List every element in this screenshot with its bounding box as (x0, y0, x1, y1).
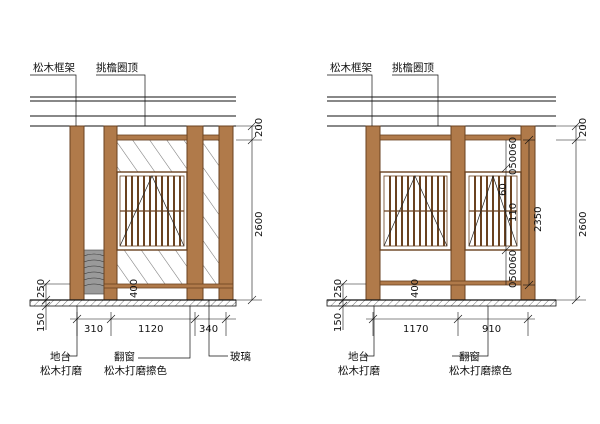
left-dim-base-v: 250 (36, 279, 47, 298)
left-horizontal-dims (70, 312, 236, 336)
left-dim-w2: 1120 (138, 324, 163, 335)
left-label-glass: 玻璃 (230, 350, 251, 363)
right-dim-stack-c: 050060 (508, 250, 519, 288)
left-label-frame: 松木框架 (33, 61, 75, 74)
right-post-1 (365, 125, 381, 301)
right-dim-bottom: 150 (333, 313, 344, 332)
right-label-base-1: 地台 (348, 350, 369, 363)
right-dim-stack-b: 110 (508, 203, 519, 222)
right-ground (326, 299, 557, 307)
left-sill (103, 283, 234, 289)
left-ground (29, 299, 237, 307)
left-post-1 (69, 125, 85, 301)
right-horizontal-dims (366, 312, 535, 336)
left-dim-w3: 340 (199, 324, 218, 335)
left-vertical-dims (236, 121, 262, 305)
right-post-2 (450, 125, 466, 301)
right-dim-inner-height: 2350 (533, 207, 544, 232)
left-louver-window (116, 171, 188, 251)
right-dim-w2: 910 (482, 324, 501, 335)
right-vertical-dims (556, 121, 586, 305)
left-post-4 (218, 125, 234, 301)
right-base-dims (335, 279, 366, 330)
left-post-2 (103, 125, 118, 301)
right-dim-base-v: 250 (333, 279, 344, 298)
left-label-base-2: 松木打磨 (40, 364, 82, 377)
left-glass-panel-2 (202, 139, 220, 287)
left-label-base-1: 地台 (50, 350, 71, 363)
right-leaders (327, 74, 489, 357)
right-dim-height: 2600 (578, 212, 589, 237)
right-top-rail-2 (464, 134, 522, 141)
right-label-eave: 挑檐圈顶 (392, 61, 434, 74)
left-base-dims (38, 279, 70, 330)
right-dim-w1: 1170 (403, 324, 428, 335)
right-label-frame: 松木框架 (330, 61, 372, 74)
right-top-rail-1 (379, 134, 452, 141)
left-post-3 (186, 125, 204, 301)
left-dim-height: 2600 (254, 212, 265, 237)
left-elevation: 松木框架 挑檐圈顶 地台 松木打磨 翻窗 松木打磨擦色 玻璃 200 2600 … (29, 61, 265, 377)
right-louver-window-2 (464, 171, 522, 251)
left-label-window-2: 松木打磨擦色 (104, 364, 167, 377)
left-label-window-1: 翻窗 (114, 350, 135, 363)
right-dim-sill: 400 (410, 279, 421, 298)
right-label-window-1: 翻窗 (459, 350, 480, 363)
left-dim-bottom: 150 (36, 313, 47, 332)
right-label-window-2: 松木打磨擦色 (449, 364, 512, 377)
right-dim-top-band: 200 (578, 118, 589, 137)
right-sill (379, 280, 522, 286)
right-eave-beam (327, 96, 556, 127)
right-dim-stack-a: 050060 (508, 137, 519, 175)
left-top-rail (116, 134, 188, 141)
right-elevation: 松木框架 挑檐圈顶 地台 松木打磨 翻窗 松木打磨擦色 200 2600 (326, 61, 589, 377)
right-inner-vertical-dims (501, 135, 535, 290)
left-leaders (30, 74, 228, 359)
left-top-rail-2 (202, 134, 220, 141)
left-dim-sill: 400 (129, 279, 140, 298)
right-dim-stack-d: 60 (498, 183, 509, 196)
right-louver-window-1 (379, 171, 452, 251)
left-stone-texture (83, 249, 105, 295)
left-eave-beam (30, 96, 236, 127)
left-dim-top-band: 200 (254, 118, 265, 137)
left-dim-w1: 310 (84, 324, 103, 335)
left-label-eave: 挑檐圈顶 (96, 61, 138, 74)
right-label-base-2: 松木打磨 (338, 364, 380, 377)
